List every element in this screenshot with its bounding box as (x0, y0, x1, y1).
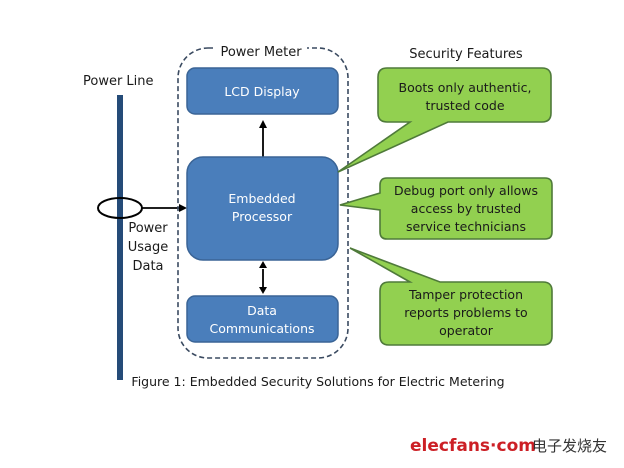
callout-tamper-line3: operator (439, 323, 494, 338)
security-callout-boot (337, 67, 552, 173)
embedded-processor-label-line1: Embedded (228, 191, 295, 206)
security-callout-tamper (349, 247, 553, 346)
security-features-label: Security Features (409, 47, 523, 62)
callout-tamper-line2: reports problems to (404, 305, 527, 320)
data-communications-label-line1: Data (247, 303, 277, 318)
embedded-processor-block (186, 156, 339, 261)
power-meter-label-bg (215, 44, 307, 58)
arrowhead-up (259, 261, 267, 268)
power-usage-label-line1: Power (128, 221, 168, 236)
callout-debug-line3: service technicians (406, 219, 526, 234)
power-line (117, 95, 123, 380)
lcd-display-label: LCD Display (224, 84, 300, 99)
security-callout-debug (339, 177, 553, 240)
figure-caption: Figure 1: Embedded Security Solutions fo… (131, 374, 504, 389)
watermark-chinese: 电子发烧友 (532, 437, 607, 455)
callout-debug-line1: Debug port only allows (394, 183, 538, 198)
callout-boot-line2: trusted code (425, 98, 504, 113)
data-communications-block (186, 295, 339, 343)
callout-boot-line1: Boots only authentic, (399, 80, 532, 95)
power-line-label: Power Line (83, 74, 154, 89)
watermark-brand: elecfans·com (410, 436, 536, 456)
callout-tamper-line1: Tamper protection (408, 287, 523, 302)
embedded-processor-label-line2: Processor (232, 209, 293, 224)
arrowhead-down (259, 287, 267, 294)
data-communications-label-line2: Communications (209, 321, 314, 336)
power-usage-label-line2: Usage (128, 240, 169, 255)
power-meter-label: Power Meter (220, 45, 302, 60)
callout-debug-line2: access by trusted (411, 201, 521, 216)
lcd-display-block (186, 67, 339, 115)
power-usage-label-line3: Data (132, 259, 163, 274)
